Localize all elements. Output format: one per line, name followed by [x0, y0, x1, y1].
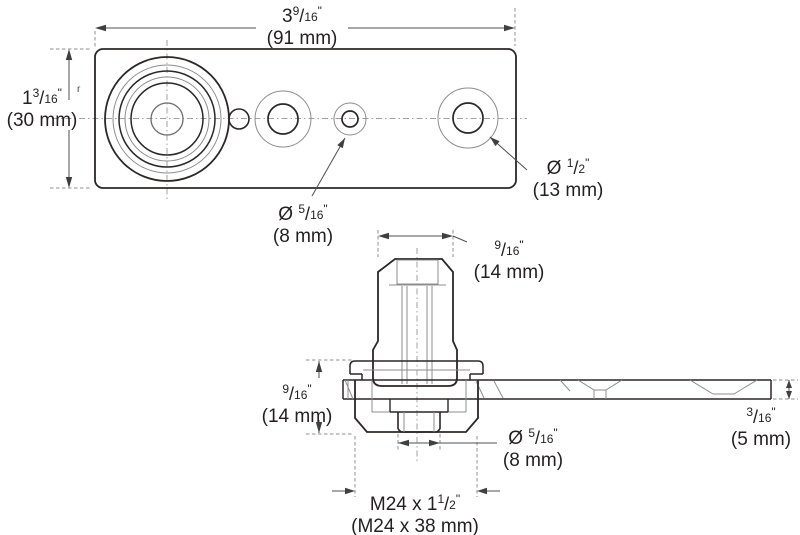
dim-thread-size-label: M24 x 11/2" (M24 x 38 mm)	[351, 489, 479, 535]
stud-diameter-metric-value: (8 mm)	[502, 450, 564, 471]
arrowheads	[65, 24, 792, 495]
dim-hole-large-label: Ø 1/2" (13 mm)	[533, 153, 604, 201]
thread-size-inch-value: M24 x 11/2"	[369, 492, 461, 515]
dim-plate-thickness-label: 3/16" (5 mm)	[731, 402, 791, 450]
plate-hatch-details	[475, 379, 758, 399]
plate-thickness-inch-value: 3/16"	[746, 405, 776, 427]
stray-r-mark: r	[77, 84, 81, 95]
dimension-lines	[68, 27, 790, 492]
side-view	[342, 258, 772, 433]
connector-circle	[228, 108, 250, 130]
post-screw-slot	[389, 259, 446, 286]
dim-plate-width-label: 39/16" (91 mm)	[267, 1, 338, 49]
hole-large-inch-value: Ø 1/2"	[546, 156, 590, 179]
plate-width-metric-value: (91 mm)	[266, 28, 338, 49]
top-view-plate-outline	[94, 48, 517, 189]
dim-stud-diameter-label: Ø 5/16" (8 mm)	[503, 423, 563, 471]
dim-post-width-label: 9/16" (14 mm)	[474, 235, 545, 283]
plate-height-inch-value: 13/16"	[22, 86, 62, 109]
thread-size-metric-value: (M24 x 38 mm)	[351, 516, 479, 535]
bottom-stud	[397, 412, 441, 433]
hole-large-metric-value: (13 mm)	[532, 180, 604, 201]
centerlines	[52, 40, 527, 462]
dim-plate-height-label: 13/16" (30 mm)	[7, 83, 78, 131]
hole-small-inch-value: Ø 5/16"	[278, 202, 328, 225]
post-shaft-lines	[401, 286, 433, 384]
post-width-metric-value: (14 mm)	[473, 262, 545, 283]
top-view	[94, 48, 517, 189]
post-width-inch-value: 9/16"	[494, 238, 524, 260]
small-hole-8mm	[333, 102, 367, 136]
washer-flange	[349, 360, 484, 380]
stud-diameter-inch-value: Ø 5/16"	[508, 426, 558, 449]
extension-lines	[50, 8, 798, 497]
nut-inner-steps	[371, 380, 467, 413]
panel-plate-section	[342, 379, 772, 400]
hole-small-metric-value: (8 mm)	[272, 226, 334, 247]
grip-length-inch-value: 9/16"	[282, 382, 312, 404]
plate-height-metric-value: (30 mm)	[6, 110, 78, 131]
grip-length-metric-value: (14 mm)	[261, 406, 333, 427]
dim-grip-length-label: 9/16" (14 mm)	[262, 379, 333, 427]
medium-hole	[254, 90, 312, 148]
dim-hole-small-label: Ø 5/16" (8 mm)	[273, 199, 333, 247]
plate-width-inch-value: 39/16"	[282, 4, 322, 27]
plate-thickness-metric-value: (5 mm)	[730, 429, 792, 450]
post-body	[372, 258, 458, 387]
large-hole-13mm	[437, 87, 499, 149]
